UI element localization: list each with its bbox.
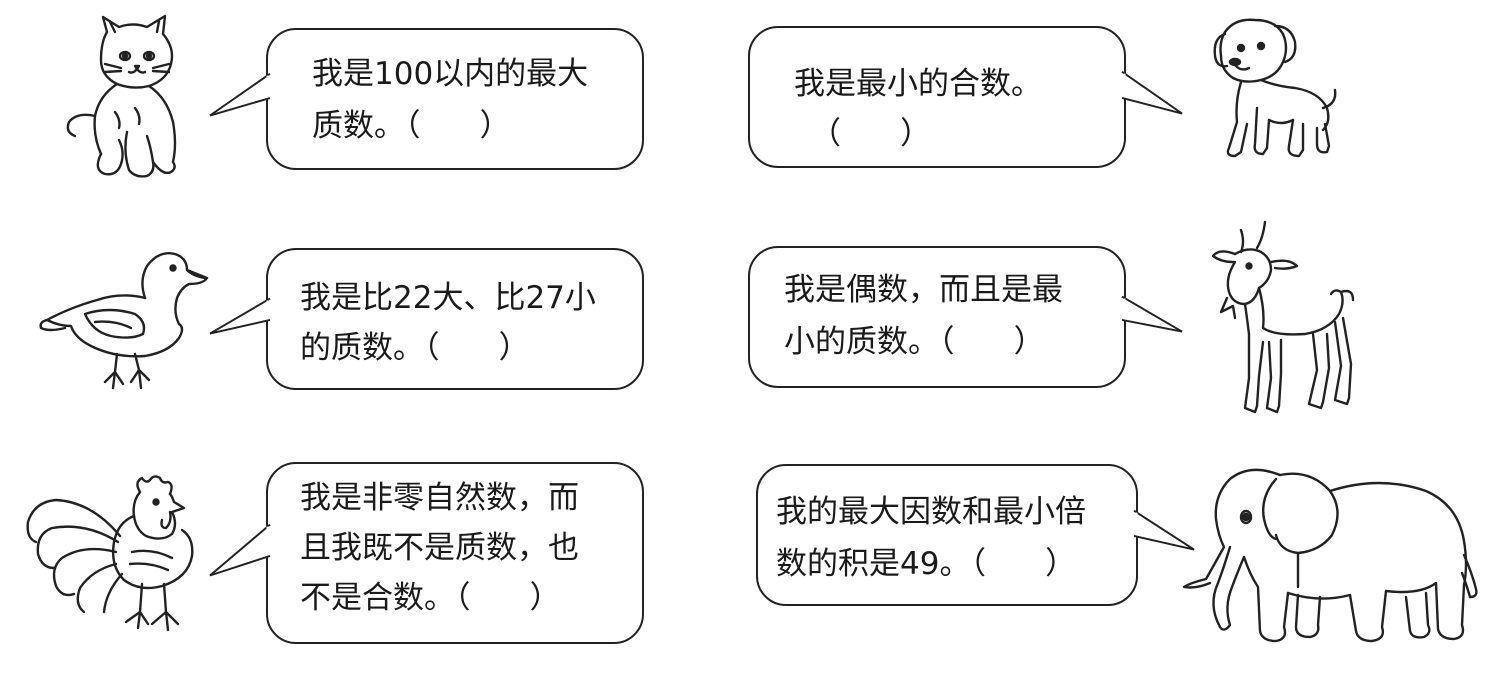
- bubble-tail: [209, 297, 272, 335]
- duck-drawing: [39, 252, 209, 390]
- bubble-tail: [1132, 509, 1195, 551]
- rooster-drawing: [26, 475, 194, 632]
- bubble-line-1: 我是比22大、比27小: [300, 280, 596, 316]
- cat-drawing: [66, 14, 177, 178]
- bubble-line-2: （ ）: [810, 116, 932, 152]
- bubble-line-1: 我是非零自然数，而: [300, 480, 579, 516]
- bubble-line-1: 我是最小的合数。: [794, 66, 1042, 102]
- bubble-line-2: 的质数。（ ）: [300, 330, 530, 366]
- bubble-tail: [1120, 70, 1183, 115]
- speech-bubble-rooster: 我是非零自然数，而 且我既不是质数，也 不是合数。（ ）: [209, 462, 644, 644]
- bubble-tail: [1120, 295, 1183, 333]
- bubble-line-2: 小的质数。（ ）: [784, 324, 1045, 360]
- bubble-line-1: 我的最大因数和最小倍: [776, 494, 1086, 530]
- bubble-line-1: 我是偶数，而且是最: [784, 272, 1063, 308]
- dog-drawing: [1213, 18, 1337, 158]
- elephant-drawing: [1182, 468, 1478, 643]
- bubble-line-3: 不是合数。（ ）: [300, 580, 561, 616]
- speech-bubble-goat: 我是偶数，而且是最 小的质数。（ ）: [748, 246, 1183, 388]
- bubble-line-2: 且我既不是质数，也: [300, 530, 579, 566]
- bubble-line-2: 质数。（ ）: [312, 108, 511, 144]
- speech-bubble-cat: 我是100以内的最大 质数。（ ）: [209, 28, 644, 170]
- goat-drawing: [1211, 220, 1355, 414]
- bubble-line-1: 我是100以内的最大: [312, 56, 589, 92]
- bubble-tail: [209, 523, 272, 577]
- speech-bubble-elephant: 我的最大因数和最小倍 数的积是49。（ ）: [756, 464, 1195, 606]
- bubble-line-2: 数的积是49。（ ）: [776, 546, 1077, 582]
- bubble-tail: [209, 72, 272, 117]
- speech-bubble-duck: 我是比22大、比27小 的质数。（ ）: [209, 248, 644, 390]
- speech-bubble-dog: 我是最小的合数。 （ ）: [748, 26, 1183, 168]
